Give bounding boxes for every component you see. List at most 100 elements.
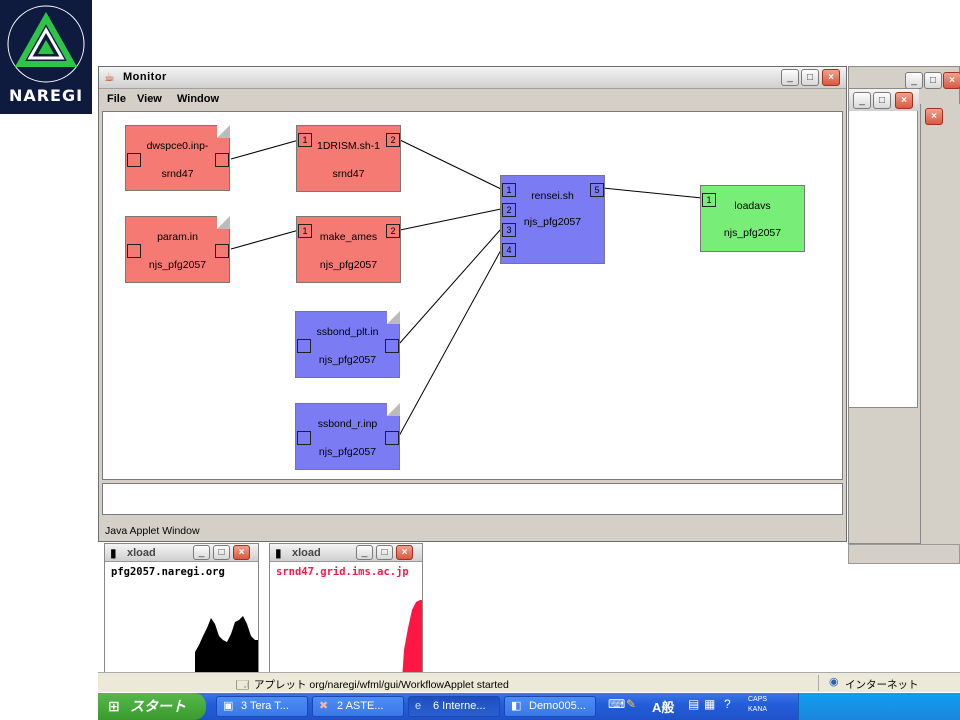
workflow-node-param[interactable]: param.in njs_pfg2057	[125, 216, 230, 283]
caps-label: CAPS	[748, 696, 768, 703]
background-window-2: _ □ ×	[848, 88, 919, 408]
workflow-canvas[interactable]: dwspce0.inp- srnd47 param.in njs_pfg2057…	[102, 111, 843, 480]
node-name: ssbond_plt.in	[316, 326, 379, 338]
menu-window[interactable]: Window	[177, 93, 220, 105]
xload-titlebar[interactable]: ▮ xload _ □ ×	[105, 544, 258, 562]
output-port[interactable]: 2	[386, 133, 400, 147]
input-port[interactable]	[127, 153, 141, 167]
input-port-3[interactable]: 3	[502, 223, 516, 237]
output-port[interactable]: 2	[386, 224, 400, 238]
background-window-3: ×	[920, 104, 960, 544]
output-port[interactable]: 5	[590, 183, 604, 197]
input-port-4[interactable]: 4	[502, 243, 516, 257]
output-port[interactable]	[385, 339, 399, 353]
output-port[interactable]	[215, 153, 229, 167]
terminal-icon: ▣	[223, 700, 234, 712]
ime-mode-indicator[interactable]: A般	[652, 700, 675, 715]
xload-hostname: pfg2057.naregi.org	[111, 566, 225, 578]
workflow-node-ssbond-plt[interactable]: ssbond_plt.in njs_pfg2057	[295, 311, 400, 378]
node-host: njs_pfg2057	[723, 227, 782, 239]
monitor-titlebar[interactable]: ☕ Monitor _ □ ×	[99, 67, 846, 89]
xload-title: xload	[292, 547, 321, 559]
task-label: Demo005...	[529, 700, 586, 712]
input-port[interactable]	[297, 431, 311, 445]
dictionary-icon[interactable]: ▦	[704, 697, 716, 711]
input-port-2[interactable]: 2	[502, 203, 516, 217]
output-port[interactable]	[215, 244, 229, 258]
start-button[interactable]: ⊞ スタート	[98, 693, 206, 720]
workflow-node-loadavs[interactable]: loadavs njs_pfg2057 1	[700, 185, 805, 252]
minimize-button[interactable]: _	[193, 545, 210, 560]
close-button[interactable]: ×	[925, 108, 943, 125]
xload-window-srnd47: ▮ xload _ □ × srnd47.grid.ims.ac.jp	[269, 543, 423, 681]
node-name: dwspce0.inp-	[146, 140, 209, 152]
close-button[interactable]: ×	[822, 69, 840, 86]
file-fold	[217, 125, 230, 138]
message-area	[102, 483, 843, 515]
internet-globe-icon: ◉	[829, 676, 839, 688]
workflow-node-make-ames[interactable]: make_ames njs_pfg2057 1 2	[296, 216, 401, 283]
applet-icon: 🗔	[236, 678, 250, 692]
node-host: srnd47	[332, 168, 365, 180]
xload-icon: ▮	[275, 546, 282, 560]
close-button[interactable]: ×	[943, 72, 960, 89]
close-button[interactable]: ×	[396, 545, 413, 560]
maximize-button[interactable]: □	[213, 545, 230, 560]
taskbar: ⊞ スタート ▣ 3 Tera T... ✖ 2 ASTE... e 6 Int…	[98, 693, 960, 720]
minimize-button[interactable]: _	[781, 69, 799, 86]
naregi-wordmark: NAREGI	[8, 86, 84, 105]
node-name: 1DRISM.sh-1	[316, 140, 380, 152]
close-button[interactable]: ×	[233, 545, 250, 560]
node-name: ssbond_r.inp	[317, 418, 378, 430]
close-button[interactable]: ×	[895, 92, 913, 109]
minimize-button[interactable]: _	[356, 545, 373, 560]
maximize-button[interactable]: □	[376, 545, 393, 560]
xload-title: xload	[127, 547, 156, 559]
load-area	[402, 600, 422, 680]
system-tray	[798, 693, 960, 720]
ie-icon: e	[415, 700, 422, 712]
security-zone: ◉ インターネット	[818, 675, 958, 691]
minimize-button[interactable]: _	[853, 92, 871, 109]
menu-file[interactable]: File	[107, 93, 126, 105]
zone-label: インターネット	[845, 679, 919, 691]
maximize-button[interactable]: □	[873, 92, 891, 109]
node-name: loadavs	[734, 200, 771, 212]
input-port-1[interactable]: 1	[502, 183, 516, 197]
xload-window-pfg2057: ▮ xload _ □ × pfg2057.naregi.org	[104, 543, 259, 681]
input-port[interactable]: 1	[298, 133, 312, 147]
node-host: njs_pfg2057	[319, 259, 378, 271]
node-host: njs_pfg2057	[523, 216, 582, 228]
toolbox-icon[interactable]: ▤	[688, 697, 700, 711]
node-host: srnd47	[161, 168, 194, 180]
taskbar-item-aste[interactable]: ✖ 2 ASTE...	[312, 696, 404, 717]
task-label: 2 ASTE...	[337, 700, 384, 712]
load-area	[195, 616, 258, 680]
x-app-icon: ✖	[319, 700, 329, 712]
taskbar-item-demo005[interactable]: ◧ Demo005...	[504, 696, 596, 717]
kana-label: KANA	[748, 706, 768, 713]
minimize-button[interactable]: _	[905, 72, 923, 89]
workflow-node-dwspce0[interactable]: dwspce0.inp- srnd47	[125, 125, 230, 191]
workflow-node-ssbond-r[interactable]: ssbond_r.inp njs_pfg2057	[295, 403, 400, 470]
maximize-button[interactable]: □	[801, 69, 819, 86]
help-icon[interactable]: ?	[724, 697, 731, 711]
ime-icon[interactable]: ✎	[626, 697, 637, 711]
maximize-button[interactable]: □	[924, 72, 942, 89]
workflow-node-1drism[interactable]: 1DRISM.sh-1 srnd47 1 2	[296, 125, 401, 192]
task-label: 6 Interne...	[433, 700, 486, 712]
workflow-node-rensei[interactable]: rensei.sh njs_pfg2057 1 2 3 4 5	[500, 175, 605, 264]
taskbar-item-internet-explorer[interactable]: e 6 Interne...	[408, 696, 500, 717]
input-port[interactable]	[127, 244, 141, 258]
xload-titlebar[interactable]: ▮ xload _ □ ×	[270, 544, 422, 562]
output-port[interactable]	[385, 431, 399, 445]
keyboard-icon[interactable]: ⌨	[608, 697, 626, 711]
input-port[interactable]: 1	[298, 224, 312, 238]
file-fold	[217, 216, 230, 229]
menu-view[interactable]: View	[137, 93, 162, 105]
input-port[interactable]: 1	[702, 193, 716, 207]
input-port[interactable]	[297, 339, 311, 353]
browser-status-text: アプレット org/naregi/wfml/gui/WorkflowApplet…	[254, 679, 509, 691]
file-fold	[387, 311, 400, 324]
taskbar-item-tera-term[interactable]: ▣ 3 Tera T...	[216, 696, 308, 717]
